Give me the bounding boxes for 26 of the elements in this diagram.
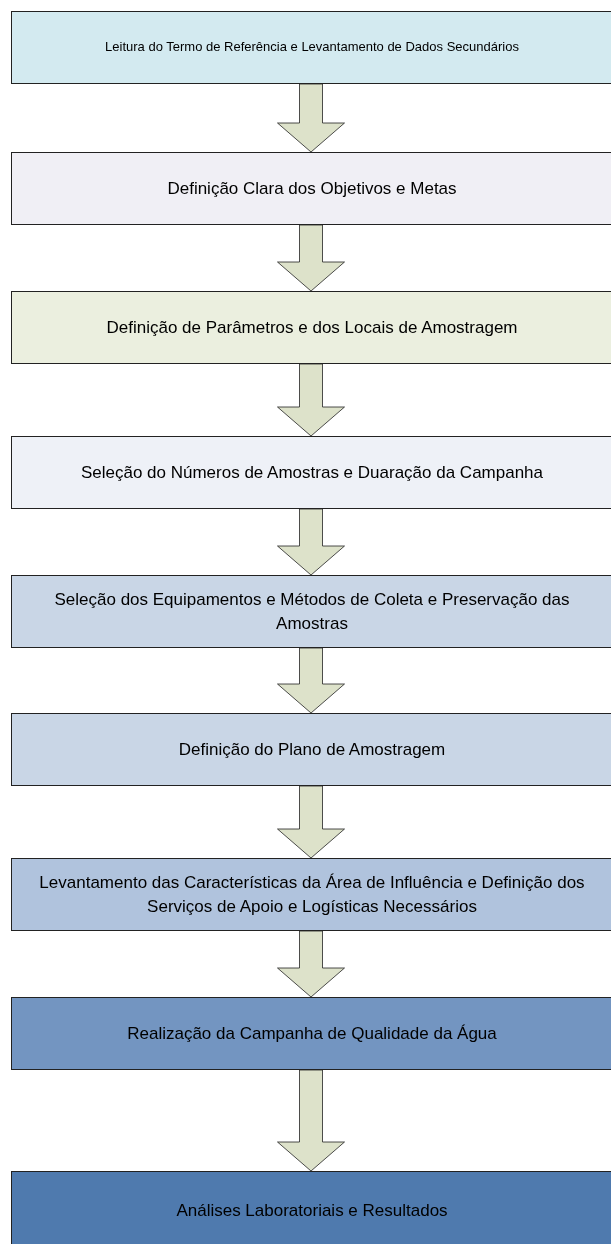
process-box — [11, 1171, 611, 1244]
process-box — [11, 713, 611, 786]
step-text: Definição Clara dos Objetivos e Metas — [167, 177, 457, 200]
block-arrow — [277, 785, 345, 859]
process-box — [11, 152, 611, 225]
step-text: Realização da Campanha de Qualidade da Água — [127, 1022, 497, 1045]
block-arrow — [277, 363, 345, 437]
block-arrow — [277, 647, 345, 714]
step-text: Leitura do Termo de Referência e Levantamento de Dados Secundários — [105, 38, 519, 57]
process-box — [11, 11, 611, 84]
step-text: Seleção do Números de Amostras e Duaração da Campanha — [80, 461, 544, 484]
step-text: Seleção dos Equipamentos e Métodos de Coleta e Preservação das Amostras — [53, 588, 571, 635]
process-box — [11, 291, 611, 364]
process-box — [11, 997, 611, 1070]
step-text: Análises Laboratoriais e Resultados — [176, 1200, 448, 1223]
step-text: Definição do Plano de Amostragem — [178, 738, 446, 761]
step-text: Definição de Parâmetros e dos Locais de Amostragem — [106, 316, 518, 339]
process-box — [11, 575, 611, 648]
block-arrow — [277, 224, 345, 292]
block-arrow — [277, 508, 345, 576]
block-arrow — [277, 83, 345, 153]
process-box — [11, 858, 611, 931]
block-arrow — [277, 1069, 345, 1172]
process-box — [11, 436, 611, 509]
block-arrow — [277, 930, 345, 998]
step-text: Levantamento das Características da Área de Influência e Definição dos Serviços de Apoio e Logísticas Necessários — [38, 871, 586, 918]
